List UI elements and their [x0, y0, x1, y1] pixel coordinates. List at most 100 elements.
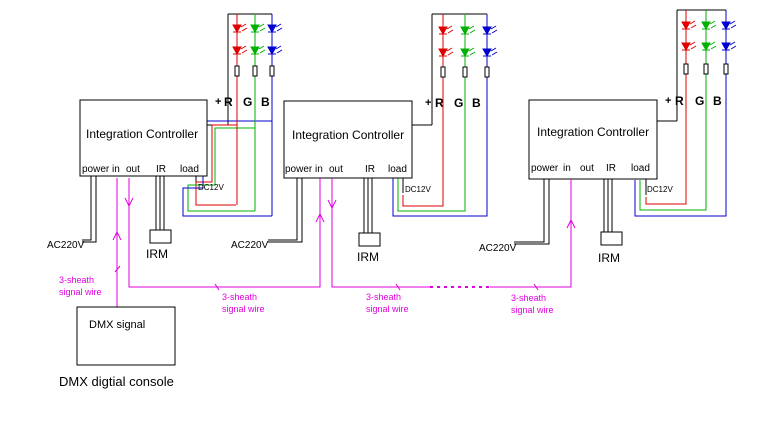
port-ir-label: IR	[606, 163, 616, 174]
signal-wire-label-1a: 3-sheath	[59, 275, 94, 285]
power-wire	[514, 179, 550, 245]
channel-g-label: G	[695, 94, 704, 108]
green-led-icon	[250, 45, 266, 56]
controller-box	[283, 100, 413, 179]
channel-r-label: R	[435, 96, 444, 110]
channel-r-label: R	[224, 95, 233, 109]
load-wire-blue	[392, 92, 488, 217]
arrow-up-icon	[112, 230, 122, 241]
green-led-icon	[460, 47, 476, 58]
port-in-label: in	[563, 163, 571, 174]
port-out-label: out	[580, 163, 594, 174]
dc12v-label: DC12V	[647, 185, 673, 194]
led-strip-1	[227, 13, 283, 125]
power-wire	[82, 176, 97, 243]
port-power-label: power	[285, 164, 313, 175]
channel-r-label: R	[675, 94, 684, 108]
resistor-icon	[484, 66, 490, 78]
red-led-icon	[438, 47, 454, 58]
power-wire	[268, 178, 298, 241]
arrow-up-icon	[566, 218, 576, 229]
resistor-icon	[269, 65, 275, 77]
blue-led-icon	[267, 23, 283, 34]
controller-title: Integration Controller	[292, 128, 404, 142]
port-out-label: out	[329, 164, 343, 175]
port-power-label: power	[531, 163, 559, 174]
controller-title: Integration Controller	[86, 127, 198, 141]
signal-wiring	[112, 178, 576, 307]
port-in-label: in	[315, 164, 323, 175]
arrow-down-icon	[124, 197, 134, 208]
port-load-label: load	[631, 163, 650, 174]
resistor-icon	[462, 66, 468, 78]
load-wire-green	[639, 89, 707, 211]
dmx-signal-label: DMX signal	[89, 319, 145, 331]
controller-title: Integration Controller	[537, 125, 649, 139]
irm-box	[358, 232, 381, 247]
channel-g-label: G	[454, 96, 463, 110]
ac220v-label: AC220V	[479, 243, 517, 254]
channel-b-label: B	[713, 94, 722, 108]
port-load-label: load	[180, 164, 199, 175]
signal-wire-label-3b: signal wire	[366, 304, 409, 314]
port-ir-label: IR	[365, 164, 375, 175]
dc12v-label: DC12V	[198, 183, 224, 192]
arrow-down-icon	[327, 199, 337, 210]
irm-box	[600, 231, 623, 246]
red-led-icon	[232, 45, 248, 56]
load-wire-blue	[634, 89, 727, 217]
power-wire	[268, 178, 303, 243]
signal-wire-label-3a: 3-sheath	[366, 292, 401, 302]
ac220v-label: AC220V	[47, 240, 85, 251]
signal-wire-label-1b: signal wire	[59, 287, 102, 297]
green-led-icon	[460, 25, 476, 36]
blue-led-icon	[721, 41, 737, 52]
resistor-icon	[683, 63, 689, 75]
led-strip-3	[676, 9, 737, 121]
irm-label: IRM	[146, 247, 168, 261]
port-load-label: load	[388, 164, 407, 175]
dmx-console-label: DMX digtial console	[59, 374, 174, 389]
blue-led-icon	[267, 45, 283, 56]
green-led-icon	[701, 41, 717, 52]
irm-box	[149, 229, 172, 244]
port-ir-label: IR	[156, 164, 166, 175]
port-power-label: power	[82, 164, 110, 175]
blue-led-icon	[482, 25, 498, 36]
blue-led-icon	[482, 47, 498, 58]
dmx-signal-box	[76, 306, 176, 366]
channel-b-label: B	[472, 96, 481, 110]
signal-wire-label-4a: 3-sheath	[511, 293, 546, 303]
resistor-icon	[234, 65, 240, 77]
plus-label: +	[665, 95, 671, 107]
load-wire-red	[645, 89, 687, 205]
irm-label: IRM	[598, 251, 620, 265]
load-wire-green	[397, 92, 466, 212]
red-led-icon	[681, 20, 697, 31]
controller-box	[79, 99, 208, 177]
port-out-label: out	[126, 164, 140, 175]
red-led-icon	[232, 23, 248, 34]
led-strip-2	[431, 13, 498, 125]
controller-unit-3: + R G B Integration Controller power in …	[479, 9, 737, 265]
signal-wire-label-2a: 3-sheath	[222, 292, 257, 302]
power-wire	[82, 176, 92, 241]
resistor-icon	[440, 66, 446, 78]
red-led-icon	[438, 25, 454, 36]
green-led-icon	[250, 23, 266, 34]
blue-led-icon	[721, 20, 737, 31]
controller-box	[528, 99, 658, 180]
controller-unit-2: + R G B Integration Controller power in …	[231, 13, 498, 264]
port-in-label: in	[112, 164, 120, 175]
resistor-icon	[252, 65, 258, 77]
resistor-icon	[723, 63, 729, 75]
green-led-icon	[701, 20, 717, 31]
channel-g-label: G	[243, 95, 252, 109]
channel-b-label: B	[261, 95, 270, 109]
irm-label: IRM	[357, 250, 379, 264]
controller-unit-1: + R G B Integration Controller power in …	[47, 13, 283, 261]
dc12v-label: DC12V	[405, 185, 431, 194]
ac220v-label: AC220V	[231, 240, 269, 251]
plus-label: +	[425, 97, 431, 109]
